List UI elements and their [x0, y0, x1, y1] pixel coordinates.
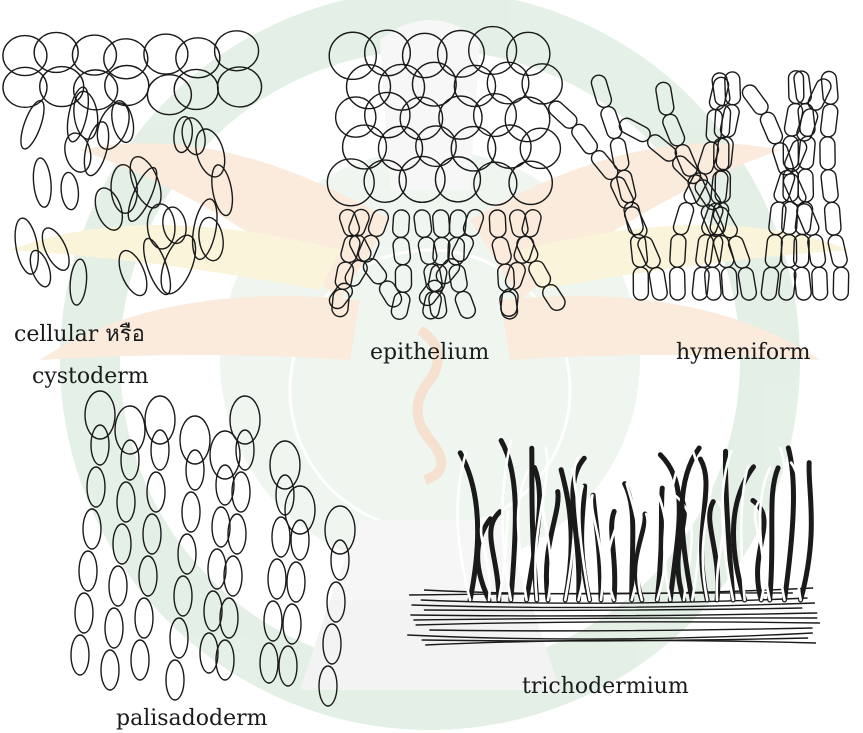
palisade-cell: [232, 472, 250, 512]
label-cellular: cellular หรือ: [14, 316, 145, 351]
palisade-cell: [135, 598, 153, 638]
erect-hypha-outline: [801, 463, 812, 600]
palisade-cell: [71, 635, 89, 675]
cell: [3, 36, 47, 76]
hymeniform-segment: [669, 267, 685, 300]
hymeniform-segment: [827, 233, 849, 268]
cell: [176, 38, 220, 78]
palisade-cell: [109, 566, 127, 606]
cell: [34, 32, 78, 72]
hymeniform-segment: [812, 267, 828, 300]
hymeniform-segment: [546, 98, 580, 131]
label-epithelium: epithelium: [370, 340, 489, 365]
hymeniform-segment: [821, 71, 839, 105]
palisade-cell: [151, 430, 169, 470]
hymeniform-segment: [704, 267, 722, 301]
palisade-cell: [182, 492, 200, 532]
erect-hypha-outline: [612, 511, 615, 600]
hymeniform-segment: [758, 110, 785, 146]
cell: [72, 35, 116, 75]
palisade-cell: [268, 559, 286, 599]
label-hymeniform: hymeniform: [676, 340, 810, 365]
cell: [31, 157, 53, 208]
cell: [26, 248, 54, 289]
hymeniform-segment: [820, 169, 839, 203]
palisade-terminal-cell: [145, 396, 175, 444]
palisade-cell: [287, 562, 305, 602]
palisade-cell: [291, 520, 309, 560]
erect-hypha-outline: [784, 448, 793, 600]
palisade-cell: [75, 593, 93, 633]
cell: [16, 98, 49, 152]
palisade-cell: [83, 509, 101, 549]
label-trichodermium: trichodermium: [522, 674, 689, 699]
palisade-cell: [228, 514, 246, 554]
hymeniform-segment: [833, 267, 849, 300]
palisade-cell: [216, 465, 234, 505]
cell: [60, 172, 80, 211]
epithelium-cell: [336, 97, 376, 137]
palisade-cell: [224, 556, 242, 596]
label-palisadoderm: palisadoderm: [116, 706, 268, 731]
hymeniform-segment: [820, 137, 835, 170]
hymeniform-segment: [648, 266, 668, 301]
palisade-cell: [186, 450, 204, 490]
palisade-cell: [105, 608, 123, 648]
hymeniform-segment: [824, 202, 842, 236]
hymeniform-segment: [793, 267, 812, 301]
palisade-cell: [212, 507, 230, 547]
hymeniform-segment: [739, 82, 771, 117]
cell: [144, 34, 188, 74]
palisade-cell: [101, 650, 119, 690]
hymeniform-segment: [820, 103, 839, 137]
palisade-cell: [131, 640, 149, 680]
palisade-terminal-cell: [180, 416, 210, 464]
label-cystoderm: cystoderm: [32, 364, 149, 389]
palisade-cell: [166, 660, 184, 700]
cell: [105, 66, 149, 106]
palisade-cell: [79, 551, 97, 591]
palisade-cell: [208, 549, 226, 589]
hymeniform-segment: [782, 138, 809, 174]
epithelium-cell: [520, 128, 560, 168]
